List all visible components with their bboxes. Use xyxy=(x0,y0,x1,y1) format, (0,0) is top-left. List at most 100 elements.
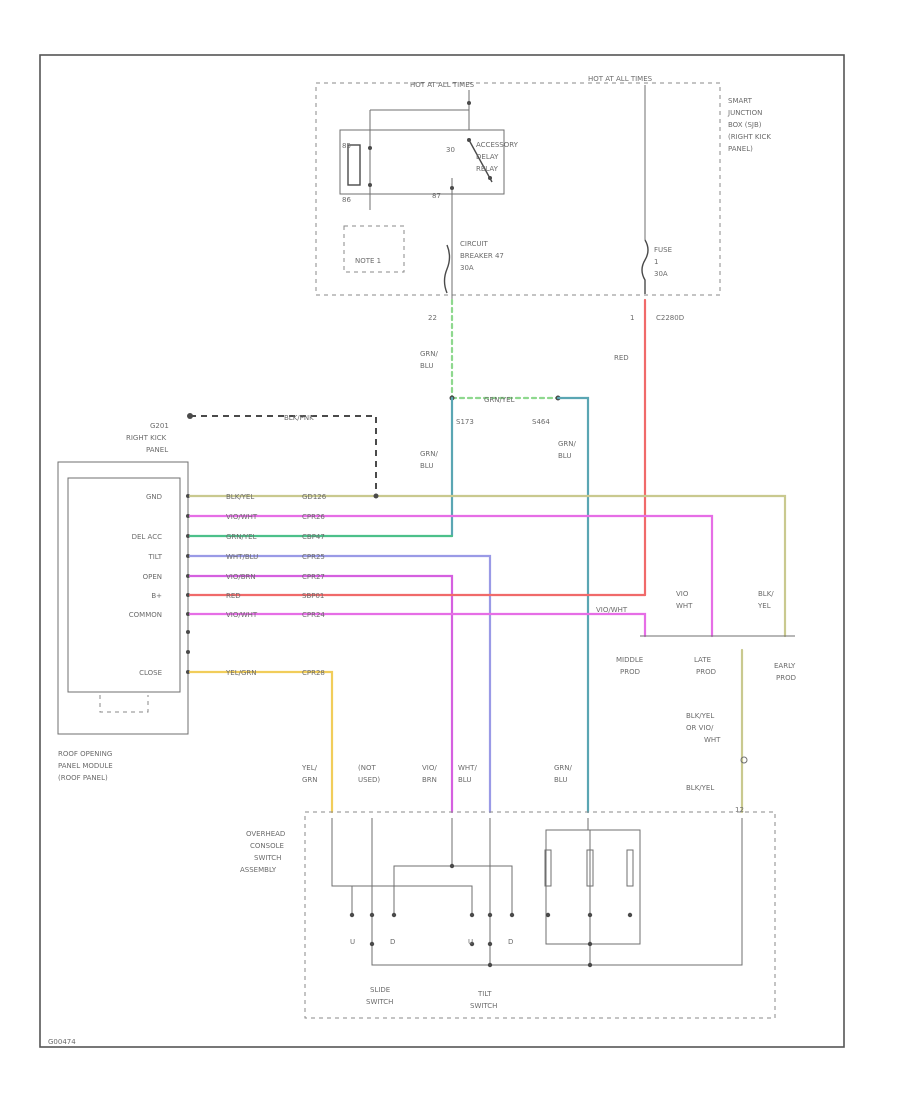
footer-code: G00474 xyxy=(48,1038,76,1046)
wire-grn-blu-console xyxy=(556,396,590,814)
module-connector xyxy=(99,695,149,713)
svg-text:87: 87 xyxy=(432,192,441,200)
svg-text:BLK/YEL: BLK/YEL xyxy=(686,712,714,720)
module-pin-5: B+ xyxy=(151,592,162,600)
module-pin-0: GND xyxy=(146,493,162,501)
svg-text:CIRCUIT: CIRCUIT xyxy=(460,240,489,248)
console-name: OVERHEAD CONSOLE SWITCH ASSEMBLY xyxy=(240,830,285,874)
option-connector xyxy=(740,756,748,764)
relay-coil xyxy=(347,144,361,186)
module-pin-dot xyxy=(186,534,190,538)
blk-yel-right-label: BLK/ YEL xyxy=(757,590,774,610)
sjb-name: SMART JUNCTION BOX (SJB) (RIGHT KICK PAN… xyxy=(727,97,771,153)
svg-text:DELAY: DELAY xyxy=(476,153,499,161)
console-dot xyxy=(449,863,455,869)
console-dot xyxy=(469,912,475,918)
svg-text:PROD: PROD xyxy=(776,674,796,682)
console-dot xyxy=(349,912,355,918)
module-pin-2: DEL ACC xyxy=(132,533,162,541)
blk-yel-console-label: BLK/YEL xyxy=(686,784,714,792)
prod-middle: MIDDLE PROD xyxy=(616,656,643,676)
bus-junction-dot xyxy=(467,101,471,105)
svg-text:WHT: WHT xyxy=(704,736,721,744)
wire-7 xyxy=(188,670,334,814)
sjb-box xyxy=(315,82,721,296)
console-wire-label-0: YEL/ xyxy=(301,764,318,772)
svg-text:CONSOLE: CONSOLE xyxy=(250,842,284,850)
console-dot xyxy=(509,912,515,918)
svg-text:PROD: PROD xyxy=(696,668,716,676)
prod-early: EARLY PROD xyxy=(774,662,796,682)
svg-text:JUNCTION: JUNCTION xyxy=(727,109,762,117)
module-name: ROOF OPENING PANEL MODULE (ROOF PANEL) xyxy=(58,750,113,782)
wire-0 xyxy=(188,494,787,638)
grn-blu-right-label: GRN/ BLU xyxy=(558,440,577,460)
svg-text:GRN/: GRN/ xyxy=(420,350,439,358)
module-pin-dot xyxy=(186,630,190,634)
module-pin-dot xyxy=(186,593,190,597)
console-dot xyxy=(487,962,493,968)
vio-wht-label-2: VIO WHT xyxy=(676,590,693,610)
wire-name-0: BLK/YEL xyxy=(226,493,254,501)
blk-yel-or-label: BLK/YEL OR VIO/ WHT xyxy=(686,712,721,744)
relay-switch-arm xyxy=(468,139,493,183)
console-wire-label-4: BLU xyxy=(554,776,567,784)
svg-text:SWITCH: SWITCH xyxy=(254,854,281,862)
circuit-breaker-symbol xyxy=(443,244,451,294)
contact-label-3: D xyxy=(508,938,513,946)
svg-text:FUSE: FUSE xyxy=(654,246,672,254)
slide-switch-label: SLIDE SWITCH xyxy=(366,986,393,1006)
wire-name-6: VIO/WHT xyxy=(226,611,258,619)
console-dot xyxy=(587,912,593,918)
module-pin-dot xyxy=(186,612,190,616)
wire-blk-pnk-ground xyxy=(190,415,377,496)
svg-text:OVERHEAD: OVERHEAD xyxy=(246,830,285,838)
wire-4 xyxy=(188,574,454,814)
module-pin-4: OPEN xyxy=(143,573,162,581)
console-wire-label-1: USED) xyxy=(358,776,380,784)
contact-label-0: U xyxy=(350,938,355,946)
wire-1 xyxy=(188,514,714,638)
svg-text:BLK/: BLK/ xyxy=(758,590,774,598)
console-dot xyxy=(487,912,493,918)
wire-name-7: YEL/GRN xyxy=(225,669,256,677)
fuse-label: FUSE 1 30A xyxy=(654,246,672,278)
wire-circuit-5: SBP01 xyxy=(302,592,324,600)
prod-late: LATE PROD xyxy=(694,656,716,676)
svg-text:MIDDLE: MIDDLE xyxy=(616,656,643,664)
roof-module-inner xyxy=(67,477,181,693)
s464-label: S464 xyxy=(532,418,550,426)
svg-text:(RIGHT KICK: (RIGHT KICK xyxy=(728,133,771,141)
svg-text:PANEL): PANEL) xyxy=(728,145,753,153)
wire-circuit-0: GD126 xyxy=(302,493,327,501)
console-dot xyxy=(369,941,375,947)
svg-text:30A: 30A xyxy=(654,270,668,278)
tilt-switch-resistors xyxy=(544,849,634,887)
svg-text:WHT: WHT xyxy=(676,602,693,610)
svg-text:LATE: LATE xyxy=(694,656,711,664)
wire-name-3: WHT/BLU xyxy=(226,553,258,561)
wire-circuit-2: CBP47 xyxy=(302,533,325,541)
wire-name-2: GRN/YEL xyxy=(226,533,257,541)
vio-wht-right-label: VIO/WHT xyxy=(596,606,628,614)
pin-12-label: 12 xyxy=(735,806,744,814)
relay-label: ACCESSORY DELAY RELAY xyxy=(476,141,519,173)
wire-circuit-4: CPR27 xyxy=(302,573,325,581)
wire-circuit-7: CPR28 xyxy=(302,669,325,677)
ground-g201 xyxy=(187,413,193,419)
svg-text:PANEL: PANEL xyxy=(146,446,168,454)
console-dot xyxy=(391,912,397,918)
contact-label-1: D xyxy=(390,938,395,946)
console-wire-label-0: GRN xyxy=(302,776,318,784)
note-box xyxy=(343,225,405,273)
svg-text:GRN/: GRN/ xyxy=(420,450,439,458)
wire-name-4: VIO/BRN xyxy=(226,573,256,581)
svg-text:G201: G201 xyxy=(150,422,169,430)
sjb-pin-1: 1 xyxy=(630,314,634,322)
svg-text:VIO: VIO xyxy=(676,590,689,598)
wire-circuit-6: CPR24 xyxy=(302,611,325,619)
module-pin-dot xyxy=(186,554,190,558)
